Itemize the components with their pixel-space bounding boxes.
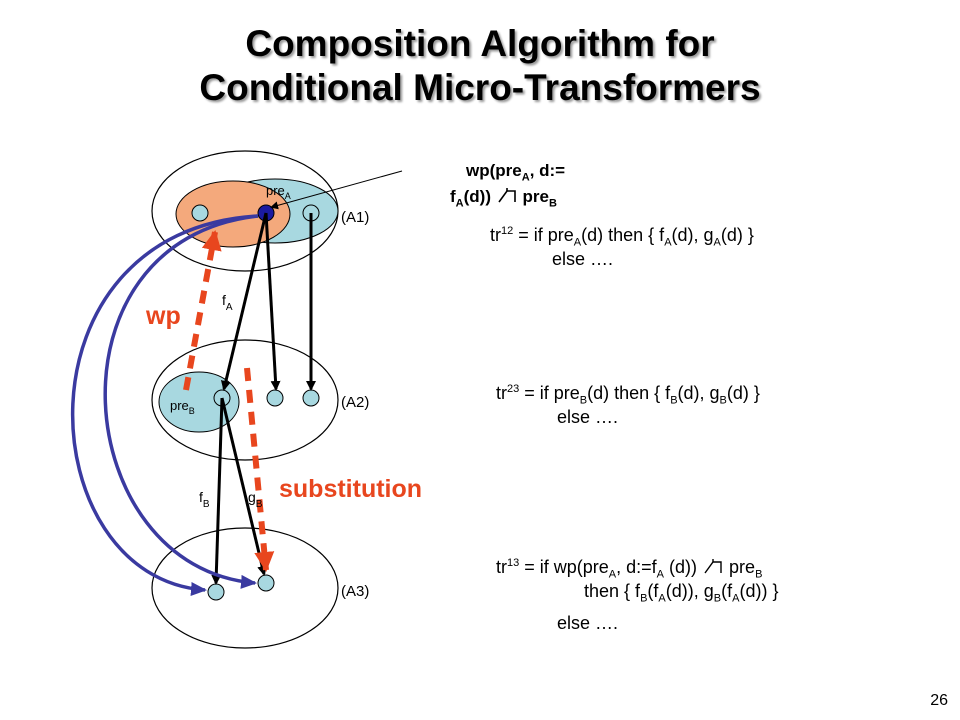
formula-text: else …. (557, 613, 619, 633)
formula-text: (d), g (677, 383, 720, 403)
formula-sup: 13 (507, 557, 520, 569)
formula-sub: A (664, 236, 672, 249)
page-number: 26 (930, 692, 948, 709)
pre-b-label: preB (170, 398, 195, 416)
wp-dashed-arrow (183, 230, 222, 391)
title-line-2: Conditional Micro-Transformers (199, 67, 761, 108)
composed-arrow-inner (103, 214, 259, 589)
formula-text: (d) } (726, 383, 760, 403)
formula-text: = if pre (513, 225, 574, 245)
formula-text: (d)) } (739, 581, 779, 601)
node-a2-right (302, 389, 320, 407)
gb-label: gB (248, 489, 263, 510)
callout-line (270, 170, 403, 210)
tr12-line1: tr12 = if preA(d) then { fA(d), gA(d) } (490, 220, 754, 254)
wp-formula-text: f (450, 187, 456, 206)
pre-a-label: preA (266, 183, 291, 201)
node-a3-right (257, 574, 275, 592)
wp-formula-text: wp(pre (466, 161, 522, 180)
formula-sub: B (719, 394, 727, 407)
formula-text: then { f (584, 581, 641, 601)
wp-formula-line2: fA(d)) preB (450, 186, 557, 214)
formula-sup: 23 (507, 383, 520, 395)
formula-text: else …. (557, 407, 619, 427)
formula-text: = if pre (519, 383, 580, 403)
fb-label: fB (199, 489, 210, 510)
transition-ga-arrow (264, 212, 281, 391)
transition-fb-arrow (211, 397, 224, 585)
formula-text: (d) then { f (587, 383, 671, 403)
formula-text: (d)) (664, 557, 698, 577)
formula-text: tr (496, 557, 507, 577)
tr12-line2: else …. (552, 248, 613, 270)
state-a2-label: (A2) (341, 394, 369, 411)
wp-formula-text: pre (522, 187, 549, 206)
formula-text: , d:=f (616, 557, 657, 577)
state-a3-label: (A3) (341, 583, 369, 600)
formula-text: pre (724, 557, 756, 577)
formula-text: (d) } (720, 225, 754, 245)
pre-b-region (158, 371, 240, 433)
formula-text: tr (490, 225, 501, 245)
node-a2-middle (266, 389, 284, 407)
composed-arrow-outer (71, 214, 259, 596)
formula-text: tr (496, 383, 507, 403)
tr13-line3: else …. (557, 612, 618, 634)
entails-symbol-icon (704, 559, 722, 574)
formula-sub: A (656, 568, 665, 581)
formula-sub: A (713, 236, 721, 249)
formula-sub: B (755, 568, 763, 581)
formula-text: = if wp(pre (519, 557, 609, 577)
formula-sub: B (579, 394, 588, 407)
wp-formula-sub: A (521, 171, 530, 184)
fa-label: fA (222, 292, 233, 313)
formula-sub: A (658, 592, 666, 605)
wp-formula: wp(preA, d:= (466, 160, 565, 188)
formula-text: else …. (552, 249, 614, 269)
formula-text: (d) then { f (581, 225, 665, 245)
slide-title: Composition Algorithm for Conditional Mi… (0, 22, 960, 110)
state-a1-label: (A1) (341, 209, 369, 226)
wp-formula-text: (d)) (463, 187, 491, 206)
tr23-line1: tr23 = if preB(d) then { fB(d), gB(d) } (496, 378, 760, 412)
tr13-line1: tr13 = if wp(preA, d:=fA (d)) preB (496, 552, 762, 586)
wp-formula-text: , d:= (529, 161, 566, 180)
state-a3-ellipse (151, 527, 339, 649)
wp-formula-sub: B (548, 197, 557, 210)
formula-sub: A (608, 568, 617, 581)
tr13-line2: then { fB(fA(d)), gB(fA(d)) } (584, 580, 778, 610)
substitution-dashed-arrow (244, 367, 275, 572)
formula-text: (d), g (671, 225, 714, 245)
formula-text: (f (647, 581, 659, 601)
node-a3-left (207, 583, 225, 601)
title-line-1: Composition Algorithm for (245, 23, 715, 64)
wp-label: wp (145, 302, 181, 330)
entails-symbol-icon (498, 188, 516, 203)
formula-sub: B (670, 394, 678, 407)
formula-sup: 12 (501, 225, 514, 237)
formula-sub: B (713, 592, 722, 605)
formula-sub: A (732, 592, 740, 605)
formula-sub: B (640, 592, 648, 605)
substitution-label: substitution (279, 475, 422, 503)
transition-fa-arrow (220, 212, 268, 391)
tr23-line2: else …. (557, 406, 618, 428)
node-a1-left (191, 204, 209, 222)
formula-text: (f (721, 581, 733, 601)
wp-formula-sub: A (455, 197, 464, 210)
transition-gb-arrow (220, 397, 268, 576)
formula-sub: A (573, 236, 582, 249)
formula-text: (d)), g (665, 581, 714, 601)
